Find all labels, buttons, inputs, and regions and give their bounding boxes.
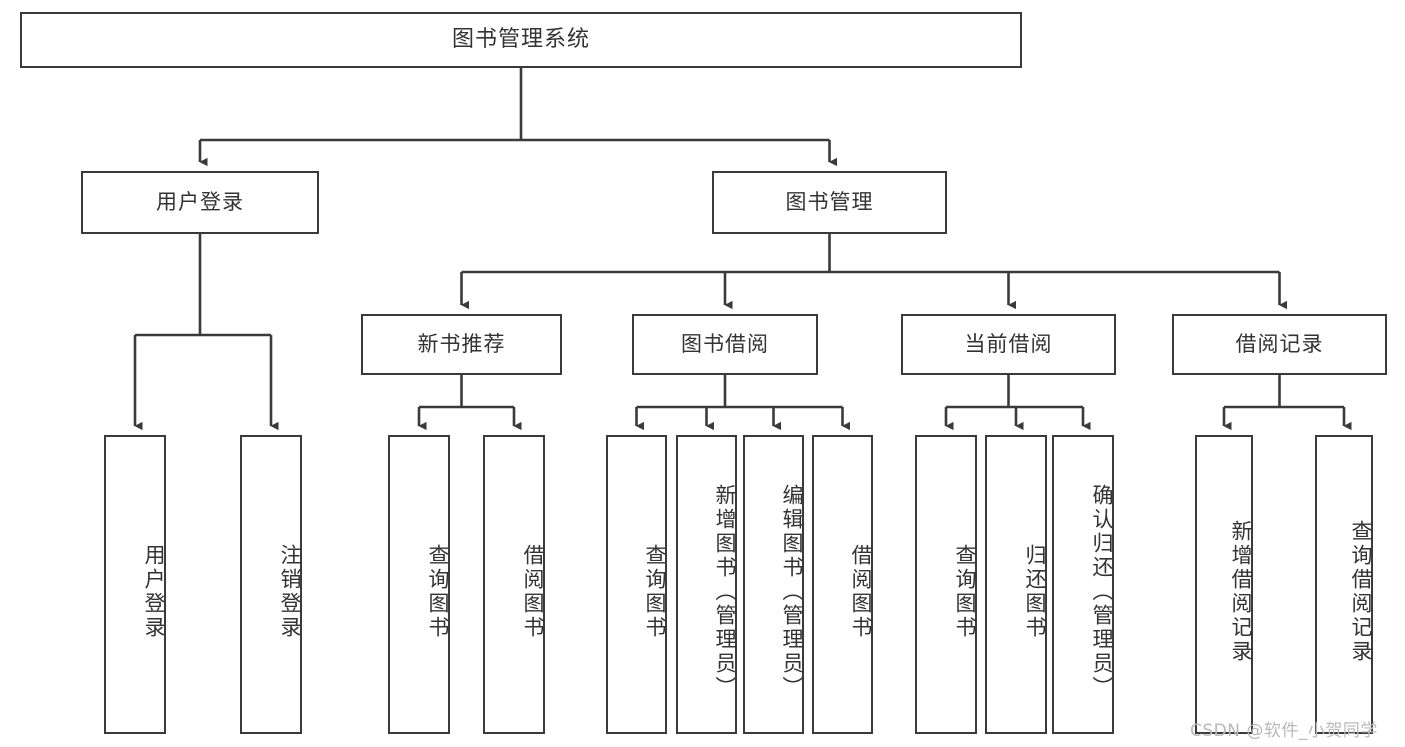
leaf-node-查询图书: 查询图书 (606, 435, 667, 734)
root-node: 图书管理系统 (20, 12, 1022, 68)
leaf-node-借阅图书: 借阅图书 (812, 435, 873, 734)
leaf-node-归还图书: 归还图书 (985, 435, 1047, 734)
leaf-node-编辑图书管理员: 编辑图书（管理员） (743, 435, 804, 734)
leaf-node-查询借阅记录: 查询借阅记录 (1315, 435, 1373, 734)
leaf-node-确认归还管理员: 确认归还（管理员） (1052, 435, 1114, 734)
leaf-node-查询图书: 查询图书 (388, 435, 450, 734)
leaf-node-注销登录: 注销登录 (240, 435, 302, 734)
level2-node-用户登录: 用户登录 (81, 171, 319, 234)
leaf-node-查询图书: 查询图书 (915, 435, 977, 734)
edge-group (133, 68, 1352, 431)
watermark-label: CSDN @软件_小贺同学 (1190, 721, 1378, 741)
leaf-node-新增图书管理员: 新增图书（管理员） (676, 435, 737, 734)
level2-node-图书管理: 图书管理 (712, 171, 947, 234)
level3-node-新书推荐: 新书推荐 (361, 314, 562, 375)
leaf-node-新增借阅记录: 新增借阅记录 (1195, 435, 1253, 734)
leaf-node-用户登录: 用户登录 (104, 435, 166, 734)
leaf-node-借阅图书: 借阅图书 (483, 435, 545, 734)
level3-node-借阅记录: 借阅记录 (1172, 314, 1387, 375)
level3-node-当前借阅: 当前借阅 (901, 314, 1116, 375)
level3-node-图书借阅: 图书借阅 (632, 314, 818, 375)
